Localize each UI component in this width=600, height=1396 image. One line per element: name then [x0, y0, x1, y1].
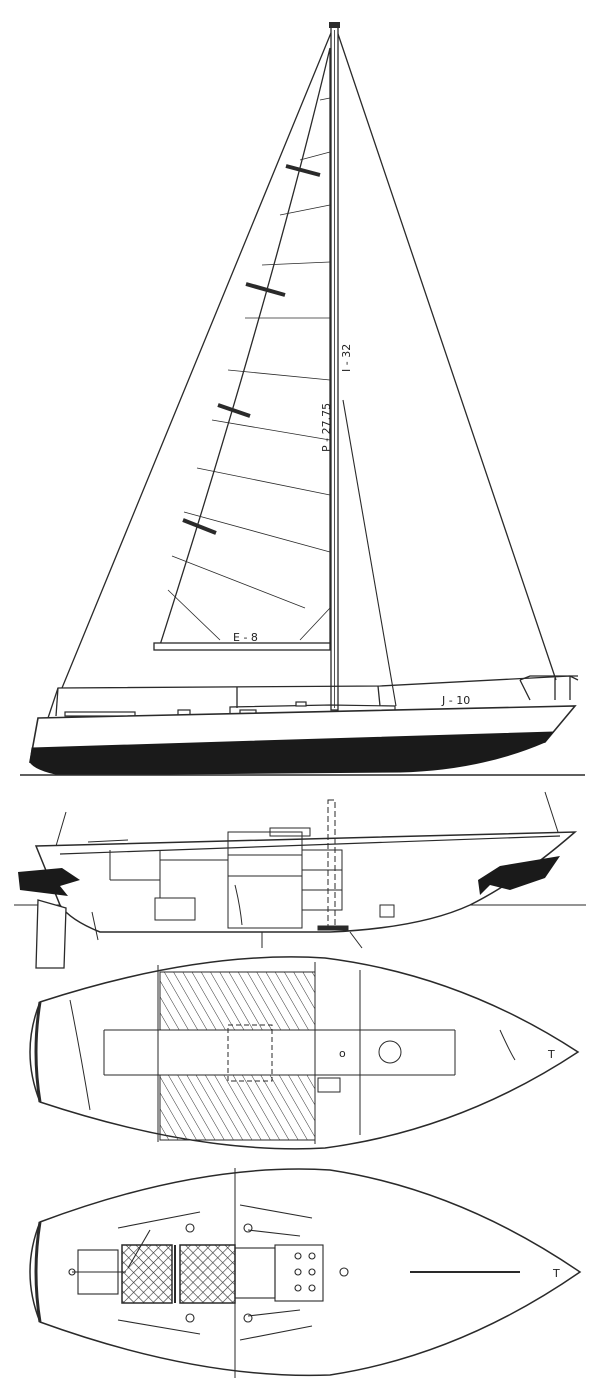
label-i: I - 32: [340, 344, 353, 372]
masthead: [329, 22, 340, 28]
profile-backstay-stub: [55, 811, 67, 847]
lower-shroud: [342, 399, 397, 707]
deck-plan-view: T: [29, 1168, 582, 1378]
mainsail: [159, 47, 331, 646]
backstay: [335, 27, 557, 681]
profile-interior: [87, 827, 395, 941]
profile-stern-section: [18, 868, 80, 896]
sail-plan-view: I - 32 P - 27.75 E - 8 J - 10: [20, 22, 585, 776]
profile-sheer-line: [59, 835, 561, 855]
settee-starboard: [159, 1074, 316, 1141]
profile-bow-section: [478, 856, 560, 895]
cockpit-grating-aft: [121, 1244, 173, 1304]
inboard-profile-view: [14, 791, 586, 969]
mainsail-battens: [182, 164, 321, 535]
label-p: P - 27.75: [320, 403, 333, 452]
deck-fittings: [68, 1204, 520, 1341]
label-e: E - 8: [233, 631, 258, 644]
settee-port: [159, 971, 316, 1031]
accommodation-mark-o: o: [339, 1047, 346, 1060]
mainsail-seams: [167, 97, 331, 641]
accommodation-transom: [34, 1001, 42, 1103]
forestay: [61, 27, 334, 689]
label-j: J - 10: [441, 694, 470, 707]
deck-mark-t: T: [552, 1267, 560, 1280]
accommodation-interior: [69, 962, 516, 1144]
rudder: [35, 899, 67, 969]
deck-transom: [34, 1221, 42, 1323]
profile-mast: [327, 799, 336, 931]
profile-stanchion: [544, 791, 559, 833]
hull-boot-stripe: [29, 731, 555, 776]
accommodation-plan-view: o T: [29, 956, 580, 1150]
boom: [153, 642, 331, 651]
lifelines: [47, 675, 579, 719]
cockpit-grating-fwd: [179, 1244, 236, 1304]
accommodation-mark-t: T: [547, 1048, 555, 1061]
deck-hull-outline: [29, 1168, 582, 1377]
